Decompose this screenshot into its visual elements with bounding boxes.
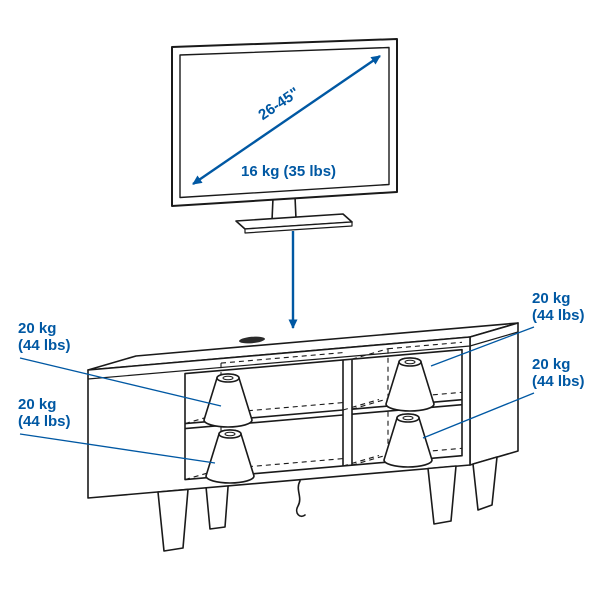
leader-lines [19, 326, 535, 464]
load-lbs-line: (44 lbs) [18, 413, 71, 430]
load-lbs-line: (44 lbs) [532, 373, 585, 390]
cone-right-top [385, 357, 435, 412]
screen-size-arrow-icon [192, 55, 381, 185]
bench-leg-front-right [427, 465, 457, 525]
load-label-left-bottom: 20 kg (44 lbs) [18, 396, 71, 430]
bench-details [239, 336, 306, 518]
bench-top-edge-line [87, 331, 519, 380]
load-kg-line: 20 kg [532, 290, 571, 307]
load-label-right-top: 20 kg (44 lbs) [532, 290, 585, 324]
shelf-cone-objects [203, 357, 435, 484]
load-lbs-line: (44 lbs) [532, 307, 585, 324]
leader-line-left-top [19, 357, 222, 407]
leader-line-right-middle [422, 392, 535, 439]
leader-line-left-bottom [19, 433, 216, 464]
load-kg-line: 20 kg [532, 356, 571, 373]
load-label-right-middle: 20 kg (44 lbs) [532, 356, 585, 390]
load-kg-line: 20 kg [18, 396, 57, 413]
cable-hole [239, 336, 265, 344]
bench-leg-back-right [472, 456, 498, 511]
bench-leg-front-left [157, 488, 189, 552]
leader-line-right-top [430, 326, 535, 367]
cone-right-bottom [383, 413, 433, 468]
load-label-left-top: 20 kg (44 lbs) [18, 320, 71, 354]
tv-max-weight-label: 16 kg (35 lbs) [241, 163, 337, 180]
cone-left-top [203, 373, 253, 428]
bench-legs [157, 456, 498, 552]
tv-stand-base-front [244, 221, 353, 234]
cone-left-bottom [205, 429, 255, 484]
load-kg-line: 20 kg [18, 320, 57, 337]
bench-shelf-left-edge [184, 414, 344, 430]
load-lbs-line: (44 lbs) [18, 337, 71, 354]
cable [295, 480, 306, 518]
